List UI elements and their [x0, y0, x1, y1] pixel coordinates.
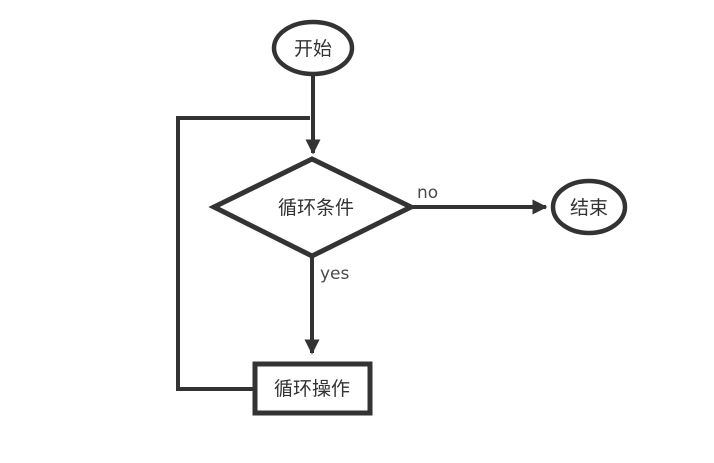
edge-label-yes: yes: [320, 264, 350, 284]
node-start-label: 开始: [294, 38, 332, 60]
node-start-ellipse: [271, 19, 355, 77]
node-end-label: 结束: [570, 197, 608, 219]
node-end-ellipse: [550, 178, 628, 236]
edge-label-no: no: [417, 183, 438, 203]
edge-loopback-operation-to-condition: [176, 116, 310, 391]
node-condition-diamond: [208, 156, 417, 259]
node-condition-label: 循环条件: [278, 197, 354, 219]
node-operation-label: 循环操作: [274, 378, 350, 400]
node-operation-rect: [252, 361, 373, 416]
